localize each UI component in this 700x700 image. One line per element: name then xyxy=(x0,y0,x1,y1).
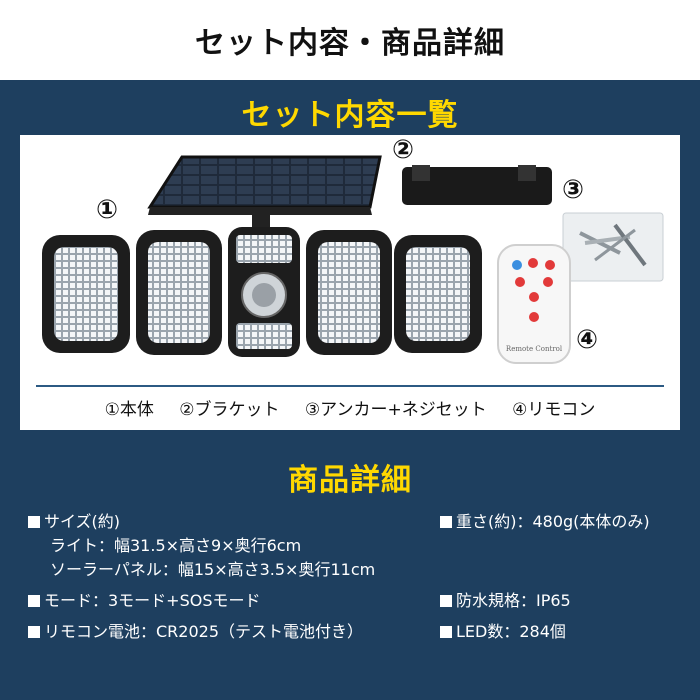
legend-item-remote: ④リモコン xyxy=(512,400,596,420)
marker-4: ④ xyxy=(576,325,599,355)
marker-3: ③ xyxy=(562,175,585,205)
spec-mode: モード：3モード+SOSモード xyxy=(28,589,428,613)
divider xyxy=(36,385,664,387)
spec-weight: 重さ(約)：480g(本体のみ) xyxy=(440,510,690,534)
spec-mode-text: モード：3モード+SOSモード xyxy=(44,591,261,610)
set-legend: ①本体 ②ブラケット ③アンカー+ネジセット ④リモコン xyxy=(20,395,680,420)
remote-control: Remote Control xyxy=(497,244,571,364)
light-body xyxy=(42,227,482,357)
screw-bag xyxy=(562,212,664,282)
legend-item-bracket: ②ブラケット xyxy=(179,400,280,420)
spec-led-text: LED数：284個 xyxy=(456,622,566,641)
remote-label: Remote Control xyxy=(506,345,563,353)
set-contents-title: セット内容一覧 xyxy=(241,98,459,133)
legend-item-body: ①本体 xyxy=(104,400,154,420)
spec-left-column: サイズ(約) ライト：幅31.5×高さ9×奥行6cm ソーラーパネル：幅15×高… xyxy=(28,510,428,651)
marker-1: ① xyxy=(96,195,119,225)
bullet-icon xyxy=(28,626,40,638)
set-contents-box: Remote Control ① ② ③ ④ ①本体 ②ブラケット ③アンカー+… xyxy=(20,135,680,430)
bullet-icon xyxy=(28,516,40,528)
spec-title: 商品詳細 xyxy=(288,463,412,498)
bracket xyxy=(402,165,552,205)
page-title: セット内容・商品詳細 xyxy=(195,26,505,61)
spec-size-label: サイズ(約) xyxy=(44,512,121,531)
top-header: セット内容・商品詳細 xyxy=(0,0,700,80)
spec-size-solar: ソーラーパネル：幅15×高さ3.5×奥行11cm xyxy=(50,560,376,579)
spec-battery-text: リモコン電池：CR2025（テスト電池付き） xyxy=(44,622,364,641)
solar-panel xyxy=(147,155,382,233)
content-panel: セット内容一覧 xyxy=(0,80,700,700)
spec-right-column: 重さ(約)：480g(本体のみ) 防水規格：IP65 LED数：284個 xyxy=(440,510,690,651)
spec-weight-text: 重さ(約)：480g(本体のみ) xyxy=(456,512,650,531)
bullet-icon xyxy=(440,626,452,638)
bullet-icon xyxy=(28,595,40,607)
product-illustration: Remote Control xyxy=(42,155,664,364)
spec-size-light: ライト：幅31.5×高さ9×奥行6cm xyxy=(50,536,302,555)
bullet-icon xyxy=(440,516,452,528)
spec-battery: リモコン電池：CR2025（テスト電池付き） xyxy=(28,620,428,644)
spec-waterproof-text: 防水規格：IP65 xyxy=(456,591,571,610)
bullet-icon xyxy=(440,595,452,607)
spec-waterproof: 防水規格：IP65 xyxy=(440,589,690,613)
legend-item-anchor-screws: ③アンカー+ネジセット xyxy=(304,400,487,420)
marker-2: ② xyxy=(392,135,415,165)
spec-size: サイズ(約) ライト：幅31.5×高さ9×奥行6cm ソーラーパネル：幅15×高… xyxy=(28,510,428,582)
spec-led: LED数：284個 xyxy=(440,620,690,644)
